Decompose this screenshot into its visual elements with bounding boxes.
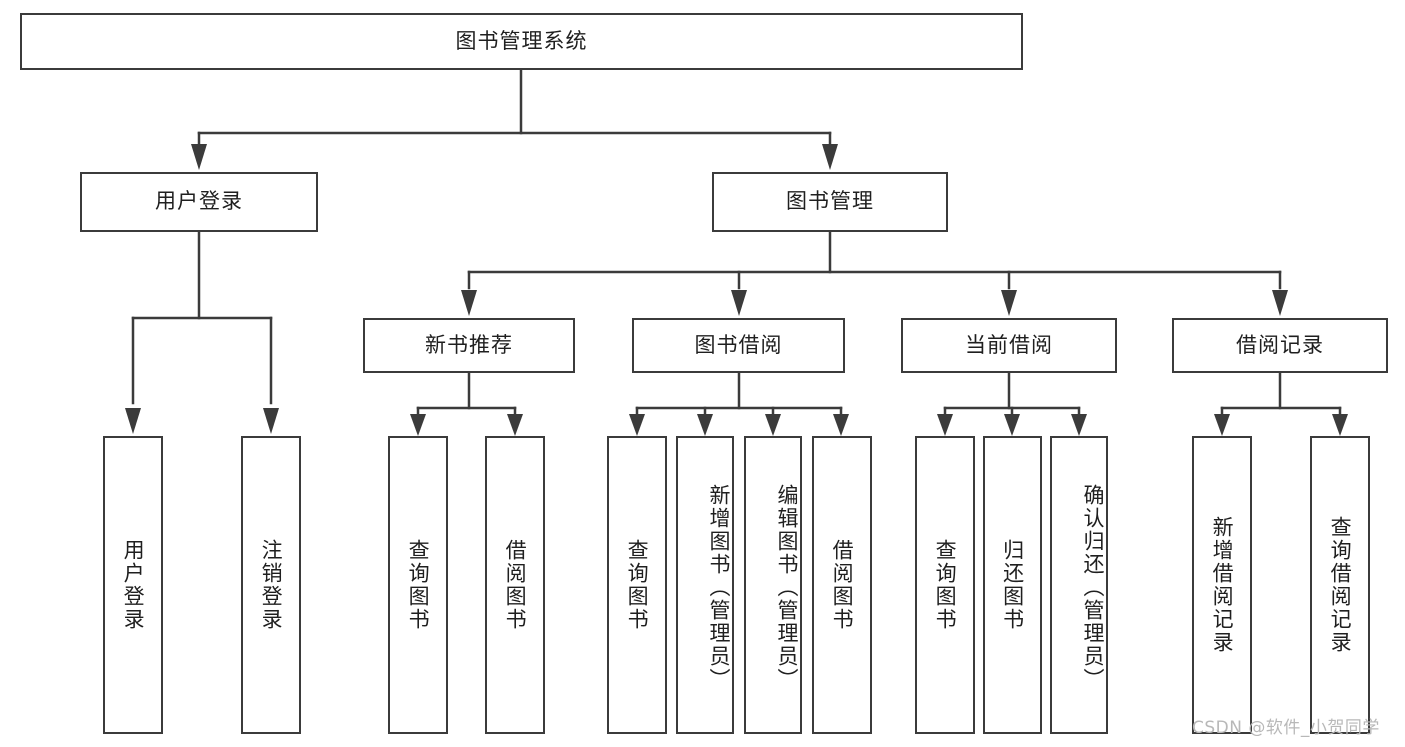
node-current-borrow[interactable]: 当前借阅 bbox=[901, 318, 1117, 373]
node-label: 查询借阅记录 bbox=[1328, 516, 1353, 654]
node-label: 图书管理 bbox=[786, 189, 874, 214]
node-label: 查询图书 bbox=[406, 539, 431, 631]
node-user-login[interactable]: 用户登录 bbox=[80, 172, 318, 232]
node-leaf-confirm-return-admin[interactable]: 确认归还（管理员） bbox=[1050, 436, 1108, 734]
node-label: 借阅图书 bbox=[830, 539, 855, 631]
node-label: 新增图书（管理员） bbox=[707, 483, 731, 691]
node-label: 归还图书 bbox=[1000, 539, 1025, 631]
node-leaf-add-book-admin[interactable]: 新增图书（管理员） bbox=[676, 436, 734, 734]
node-leaf-return-books[interactable]: 归还图书 bbox=[983, 436, 1042, 734]
node-label: 借阅图书 bbox=[503, 539, 528, 631]
node-label: 编辑图书（管理员） bbox=[775, 483, 799, 691]
node-label: 用户登录 bbox=[155, 189, 243, 214]
node-label: 注销登录 bbox=[259, 539, 284, 631]
node-label: 确认归还（管理员） bbox=[1081, 483, 1105, 691]
node-leaf-borrow-books[interactable]: 借阅图书 bbox=[812, 436, 872, 734]
node-leaf-edit-book-admin[interactable]: 编辑图书（管理员） bbox=[744, 436, 802, 734]
node-label: 查询图书 bbox=[933, 539, 958, 631]
node-label: 图书借阅 bbox=[694, 332, 783, 357]
node-label: 查询图书 bbox=[625, 539, 650, 631]
node-label: 图书管理系统 bbox=[455, 28, 588, 53]
node-label: 当前借阅 bbox=[965, 332, 1053, 357]
node-leaf-query-books-current[interactable]: 查询图书 bbox=[915, 436, 975, 734]
node-label: 新书推荐 bbox=[425, 332, 513, 357]
node-book-borrow[interactable]: 图书借阅 bbox=[632, 318, 845, 373]
node-leaf-logout[interactable]: 注销登录 bbox=[241, 436, 301, 734]
node-label: 新增借阅记录 bbox=[1210, 516, 1235, 654]
node-label: 用户登录 bbox=[121, 539, 146, 631]
node-leaf-query-borrow-record[interactable]: 查询借阅记录 bbox=[1310, 436, 1370, 734]
node-leaf-user-login[interactable]: 用户登录 bbox=[103, 436, 163, 734]
node-leaf-borrow-books-recommend[interactable]: 借阅图书 bbox=[485, 436, 545, 734]
node-leaf-query-books-recommend[interactable]: 查询图书 bbox=[388, 436, 448, 734]
csdn-watermark: CSDN @软件_小贺同学 bbox=[1192, 718, 1380, 738]
node-borrow-records[interactable]: 借阅记录 bbox=[1172, 318, 1388, 373]
node-leaf-add-borrow-record[interactable]: 新增借阅记录 bbox=[1192, 436, 1252, 734]
node-book-management[interactable]: 图书管理 bbox=[712, 172, 948, 232]
node-label: 借阅记录 bbox=[1236, 332, 1324, 357]
node-leaf-query-books-borrow[interactable]: 查询图书 bbox=[607, 436, 667, 734]
node-new-book-recommendation[interactable]: 新书推荐 bbox=[363, 318, 575, 373]
node-root-book-management-system[interactable]: 图书管理系统 bbox=[20, 13, 1023, 70]
